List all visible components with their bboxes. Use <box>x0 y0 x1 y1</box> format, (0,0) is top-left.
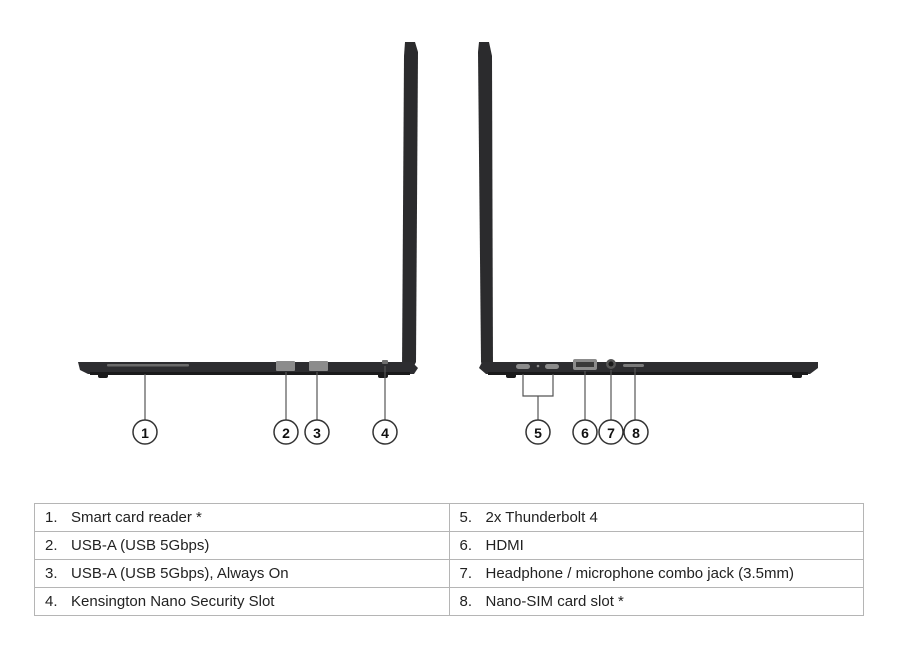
legend-item-7: 7. Headphone / microphone combo jack (3.5… <box>448 559 864 588</box>
legend-item-2: 2. USB-A (USB 5Gbps) <box>34 531 450 560</box>
port-diagram: 1 2 3 4 5 6 7 8 <box>78 42 818 445</box>
legend-item-3: 3. USB-A (USB 5Gbps), Always On <box>34 559 450 588</box>
callout-7: 7 <box>598 419 624 445</box>
thunderbolt-port-2 <box>545 364 559 369</box>
legend-item-8: 8. Nano-SIM card slot * <box>448 587 864 616</box>
legend-label: USB-A (USB 5Gbps) <box>71 537 210 554</box>
right-foot-front <box>792 373 802 378</box>
callout-1: 1 <box>132 419 158 445</box>
legend-number: 5. <box>459 509 473 526</box>
callout-6-label: 6 <box>581 425 589 441</box>
legend-number: 2. <box>45 537 58 554</box>
left-base-edge <box>90 372 410 375</box>
left-foot-front <box>98 373 108 378</box>
legend-label: USB-A (USB 5Gbps), Always On <box>71 565 289 582</box>
callout-5-label: 5 <box>534 425 542 441</box>
smart-card-slot <box>107 364 189 367</box>
right-lid <box>478 42 493 370</box>
legend-number: 6. <box>459 537 473 554</box>
legend-item-6: 6. HDMI <box>448 531 864 560</box>
right-base <box>479 362 818 374</box>
callout-8-label: 8 <box>632 425 640 441</box>
audio-jack-inner <box>608 361 614 367</box>
callout-4-label: 4 <box>381 425 389 441</box>
legend-number: 8. <box>459 593 473 610</box>
usb-a-port-1 <box>276 361 295 371</box>
legend-label: Nano-SIM card slot * <box>485 593 624 610</box>
callout-5: 5 <box>525 419 551 445</box>
legend-label: Smart card reader * <box>71 509 202 526</box>
usb-a-port-2 <box>309 361 328 371</box>
hdmi-port-inner <box>576 362 594 367</box>
thunderbolt-port-1 <box>516 364 530 369</box>
legend-item-5: 5. 2x Thunderbolt 4 <box>448 503 864 532</box>
legend-item-4: 4. Kensington Nano Security Slot <box>34 587 450 616</box>
callout-8: 8 <box>623 419 649 445</box>
table-row: 3. USB-A (USB 5Gbps), Always On 7. Headpho… <box>34 559 864 588</box>
callout-2: 2 <box>273 419 299 445</box>
legend-number: 4. <box>45 593 58 610</box>
legend-number: 3. <box>45 565 58 582</box>
left-lid <box>402 42 418 370</box>
table-row: 2. USB-A (USB 5Gbps) 6. HDMI <box>34 531 864 560</box>
callout-7-label: 7 <box>607 425 615 441</box>
nano-sim-slot <box>623 364 644 367</box>
callout-6: 6 <box>572 419 598 445</box>
legend-item-1: 1. Smart card reader * <box>34 503 450 532</box>
leader-lines <box>144 366 636 420</box>
callout-4: 4 <box>372 419 398 445</box>
right-foot-rear <box>506 373 516 378</box>
leader-5-bracket <box>522 374 554 397</box>
right-side-laptop <box>478 42 818 378</box>
legend-number: 1. <box>45 509 58 526</box>
callout-3-label: 3 <box>313 425 321 441</box>
thunderbolt-led <box>536 364 540 368</box>
legend-label: HDMI <box>485 537 524 554</box>
kensington-slot <box>382 360 388 364</box>
legend-label: 2x Thunderbolt 4 <box>485 509 598 526</box>
legend-label: Headphone / microphone combo jack (3.5mm… <box>485 565 794 582</box>
callout-1-label: 1 <box>141 425 149 441</box>
callout-3: 3 <box>304 419 330 445</box>
table-row: 4. Kensington Nano Security Slot 8. Nano-S… <box>34 587 864 616</box>
legend-number: 7. <box>459 565 473 582</box>
right-base-edge <box>488 372 808 375</box>
port-legend-table: 1. Smart card reader * 5. 2x Thunderbolt 4… <box>34 503 864 616</box>
legend-label: Kensington Nano Security Slot <box>71 593 275 610</box>
left-side-laptop <box>78 42 418 378</box>
callout-2-label: 2 <box>282 425 290 441</box>
left-foot-rear <box>378 373 388 378</box>
table-row: 1. Smart card reader * 5. 2x Thunderbolt 4 <box>34 503 864 532</box>
